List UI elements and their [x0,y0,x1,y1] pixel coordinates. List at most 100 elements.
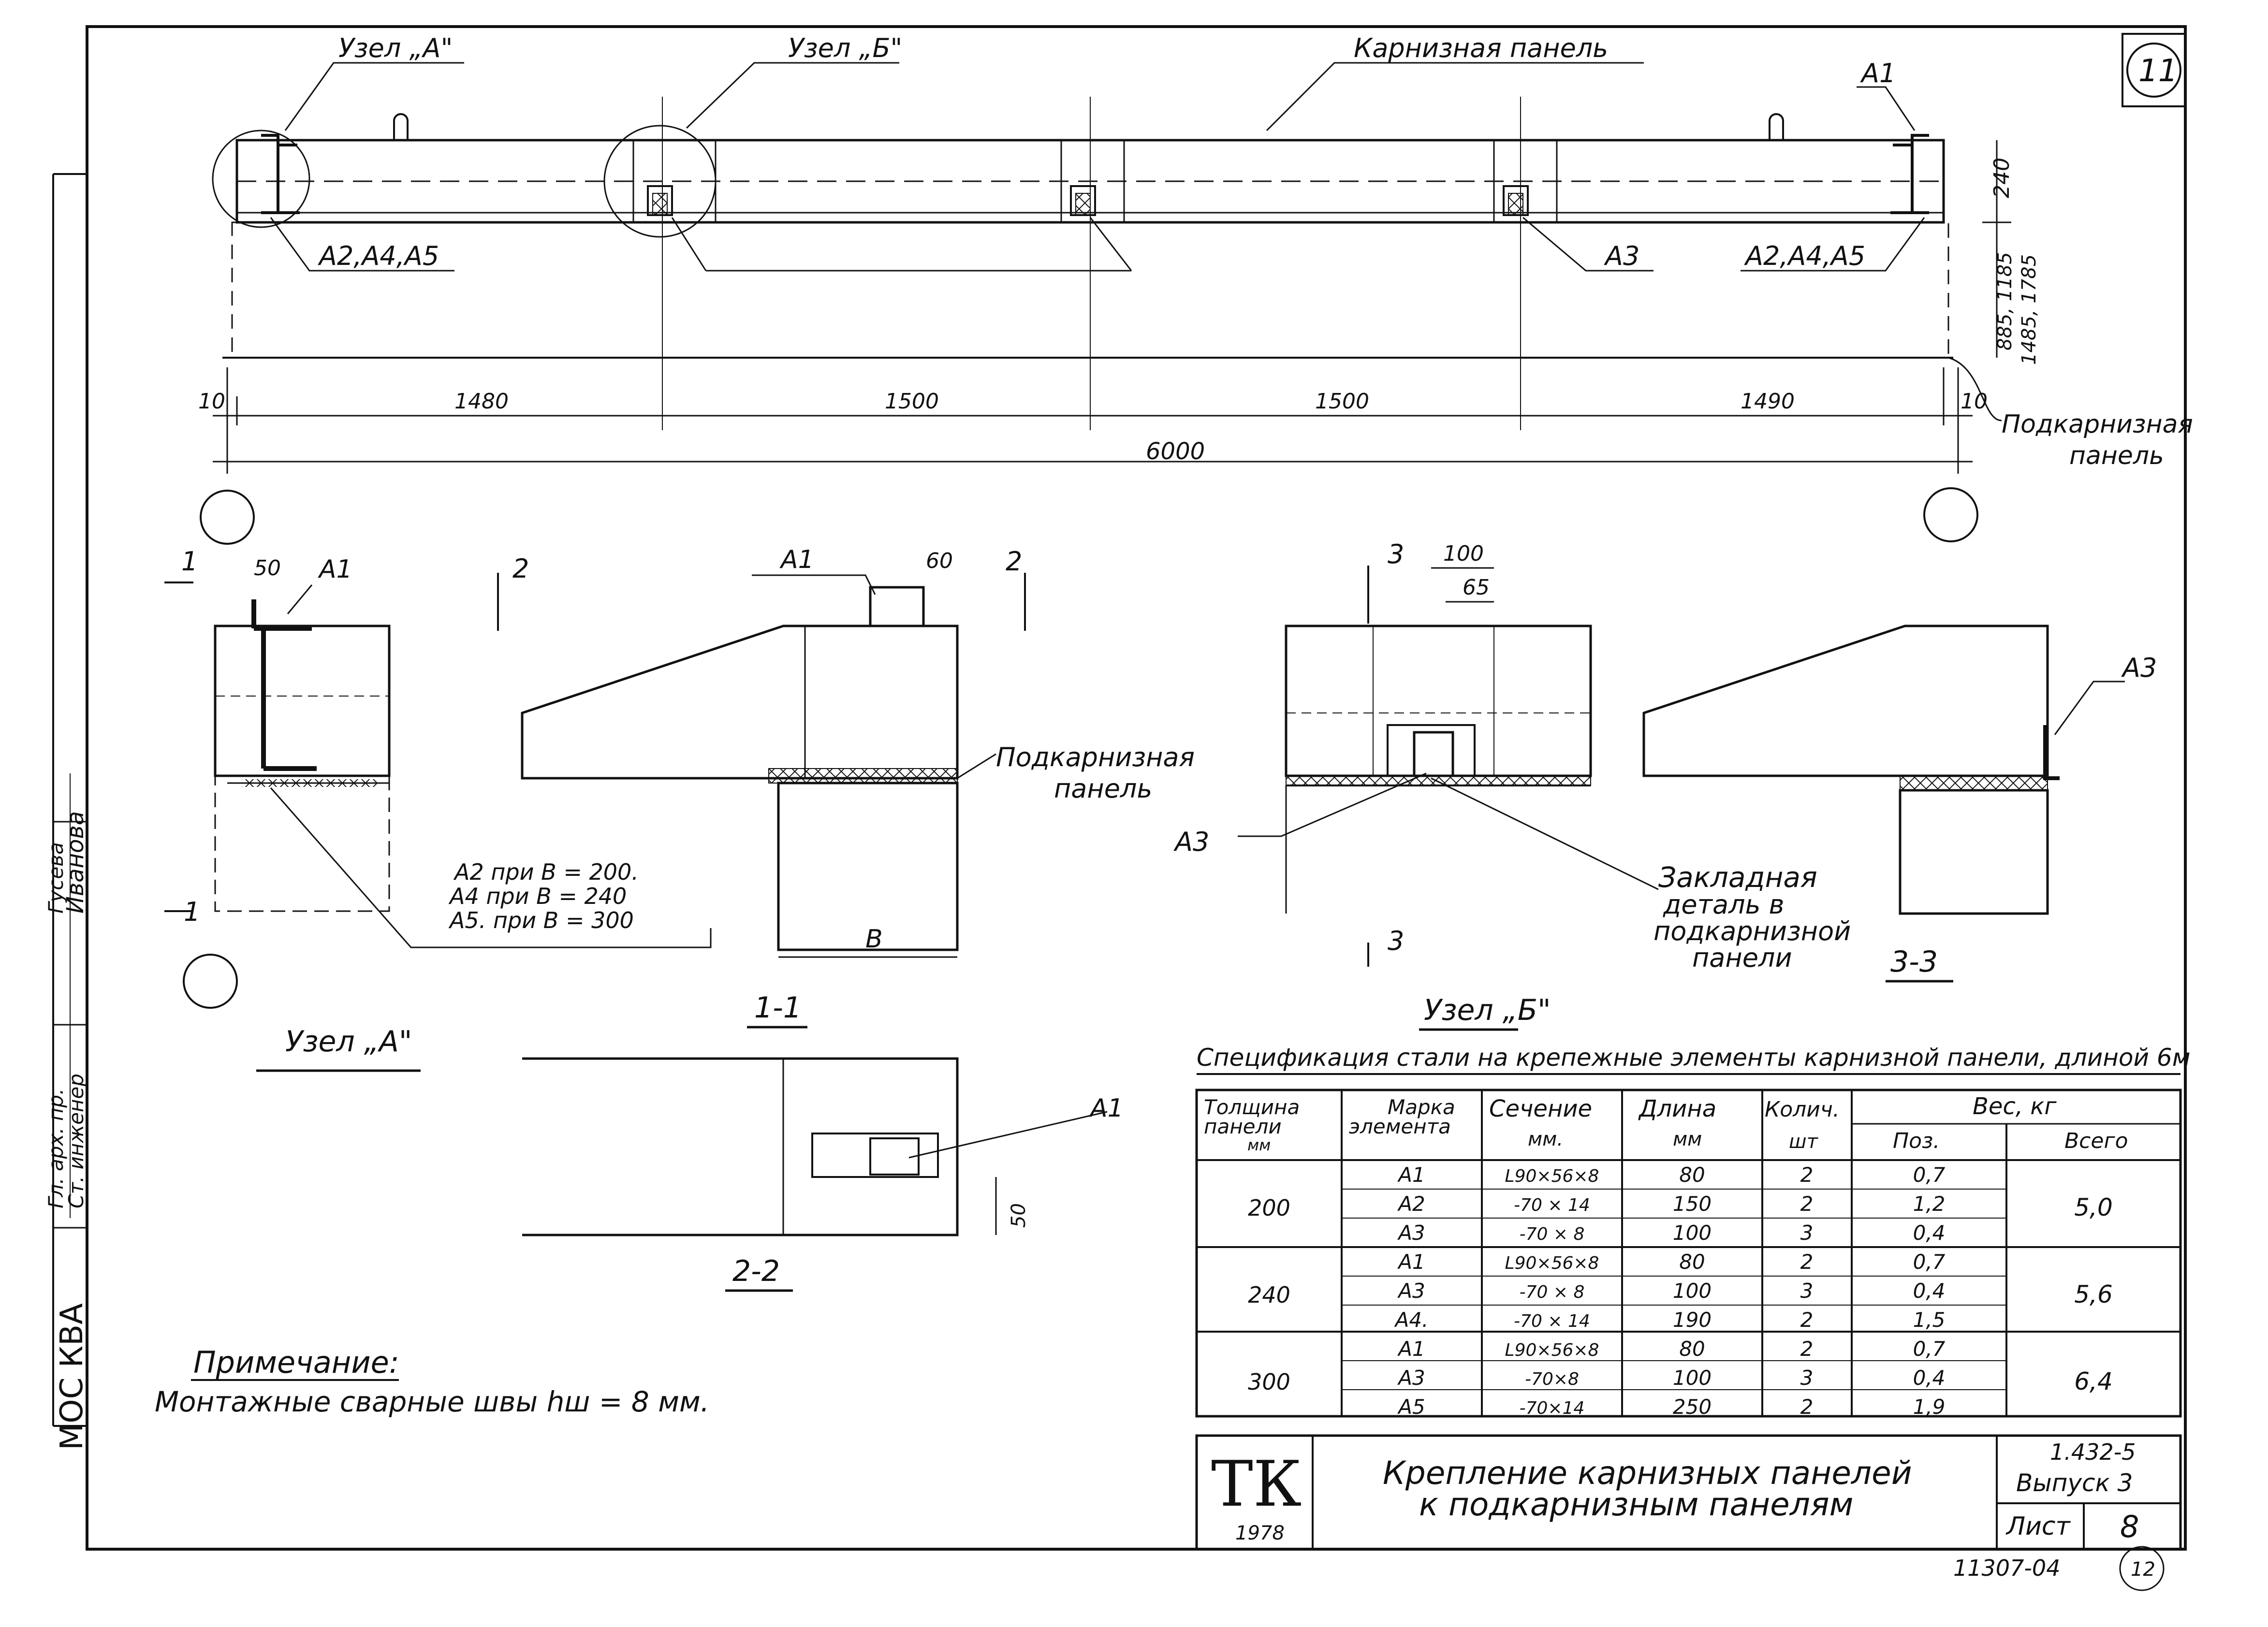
s11-label-a1: А1 [779,545,814,574]
node-a-mark-1-top: 1 [181,546,198,577]
issue-number: Выпуск 3 [2016,1469,2133,1497]
spec-cell: 2 [1800,1250,1814,1274]
node-a-legend-1: А2 при В = 200. [453,859,639,885]
bottom-number-circle [2119,1546,2165,1591]
spec-cell: А3 [1397,1279,1425,1303]
spec-cell: -70 × 14 [1514,1195,1590,1215]
plan-subpanel-label-1: Подкарнизная [2002,410,2193,439]
nb-embedded-4: панели [1692,943,1792,973]
spec-cell: -70×8 [1525,1369,1579,1389]
spec-thickness: 240 [1248,1282,1290,1308]
node-a-detail: 1 1 50 А1 А2 при В = 200. А4 при В = 240… [164,546,712,1072]
spec-cell: 150 [1673,1192,1712,1216]
spec-cell: 0,7 [1913,1250,1946,1274]
section-1-1: 2 2 А1 60 Подкарнизная панель В 1-1 [497,545,1195,1029]
spec-cell: А4. [1394,1308,1429,1332]
spec-h-qty: Колич. [1765,1097,1840,1122]
dim-10-left: 10 [198,389,225,414]
spec-cell: А5 [1397,1395,1425,1419]
s11-title: 1-1 [754,991,802,1025]
callout-cornice-panel: Карнизная панель [1354,33,1608,63]
sheet-frame [86,25,2187,1551]
nb-mark-3-top: 3 [1388,539,1404,569]
s22-label-a1: А1 [1089,1094,1124,1123]
note: Примечание: Монтажные сварные швы hш = 8… [155,1345,709,1418]
plan-label-a3: А3 [1604,241,1639,271]
spec-cell: 3 [1800,1279,1814,1303]
s22-title: 2-2 [732,1254,780,1288]
sheet-number: 11 [2138,53,2178,89]
dim-1490: 1490 [1741,389,1795,414]
node-a-circle [212,130,310,228]
s11-subpanel-2: панель [1054,773,1152,804]
axis-circle-left [200,490,255,545]
spec-title: Спецификация стали на крепежные элементы… [1197,1044,2190,1072]
plan-label-a1: А1 [1860,58,1896,88]
node-a-legend-3: А5. при В = 300 [448,907,634,933]
nb-embedded-3: подкарнизной [1653,916,1851,946]
stamp-name-2: Иванова [62,811,89,914]
spec-cell: 0,4 [1913,1279,1946,1303]
spec-cell: 2 [1800,1163,1814,1187]
spec-cell: 2 [1800,1192,1814,1216]
plan-label-a2a4a5-right: А2,А4,А5 [1744,241,1865,271]
section-2-2: А1 50 2-2 [522,1057,1124,1292]
spec-cell: 100 [1673,1366,1712,1390]
s22-dim-50: 50 [1008,1203,1030,1228]
dim-1480: 1480 [454,389,509,414]
spec-cell: 3 [1800,1221,1814,1245]
spec-cell: -70×14 [1520,1398,1585,1418]
dim-1500-b: 1500 [1315,389,1369,414]
nb-dim-100: 100 [1443,541,1484,566]
spec-cell: 1,2 [1913,1192,1946,1216]
sheet-number-box [2122,33,2186,107]
spec-cell: 0,4 [1913,1366,1946,1390]
spec-thickness: 300 [1248,1369,1290,1395]
node-a-legend-2: А4 при В = 240 [448,883,627,909]
spec-cell: 0,7 [1913,1337,1946,1361]
dim-6000: 6000 [1146,438,1205,465]
plan-subpanel-label-2: панель [2069,441,2164,470]
spec-h-mark-2: элемента [1349,1115,1451,1138]
s33-label-a3: А3 [2121,653,2157,683]
axis-circle-right [1923,487,1978,542]
spec-cell: 3 [1800,1366,1814,1390]
spec-cell: А1 [1397,1163,1425,1187]
spec-cell: 2 [1800,1395,1814,1419]
sheet-number-circle [2126,43,2181,98]
spec-h-section-2: мм. [1528,1128,1563,1150]
s11-dim-b: В [865,925,883,954]
dim-heights-1: 885, 1185 [1994,252,2016,350]
dim-10-right: 10 [1961,389,1988,414]
spec-h-thickness: Толщина [1204,1095,1300,1119]
title-line-1: Крепление карнизных панелей [1383,1454,1912,1492]
nb-embedded-2: деталь в [1663,889,1784,920]
node-a-mark-1-bottom: 1 [184,897,200,927]
spec-h-pos: Поз. [1893,1129,1940,1153]
s11-mark-2-left: 2 [512,553,529,584]
spec-h-section: Сечение [1489,1095,1592,1122]
spec-cell: А2 [1397,1192,1425,1216]
spec-cell: А1 [1397,1337,1425,1361]
spec-h-qty-2: шт [1789,1131,1819,1153]
spec-cell: 2 [1800,1337,1814,1361]
spec-cell: L90×56×8 [1505,1166,1599,1186]
left-stamp: Гл. арх. пр. Ст. инженер Гусева Иванова … [44,173,90,1450]
spec-cell: 0,4 [1913,1221,1946,1245]
plan-label-a2a4a5-left: А2,А4,А5 [318,241,439,271]
dim-1500-a: 1500 [885,389,939,414]
stamp-role-2: Ст. инженер [64,1074,88,1208]
spec-cell: А3 [1397,1366,1425,1390]
node-b-circle [603,125,717,238]
logo-year: 1978 [1235,1522,1285,1544]
spec-cell: А3 [1397,1221,1425,1245]
spec-h-length-2: мм [1673,1128,1702,1150]
sheet-value: 8 [2120,1509,2139,1544]
stamp-role-1: Гл. арх. пр. [44,1089,68,1208]
spec-cell: 80 [1679,1163,1705,1187]
rib-marks [632,139,1558,223]
spec-total: 5,0 [2074,1193,2113,1221]
spec-total: 6,4 [2074,1367,2113,1395]
spec-cell: 1,9 [1913,1395,1946,1419]
